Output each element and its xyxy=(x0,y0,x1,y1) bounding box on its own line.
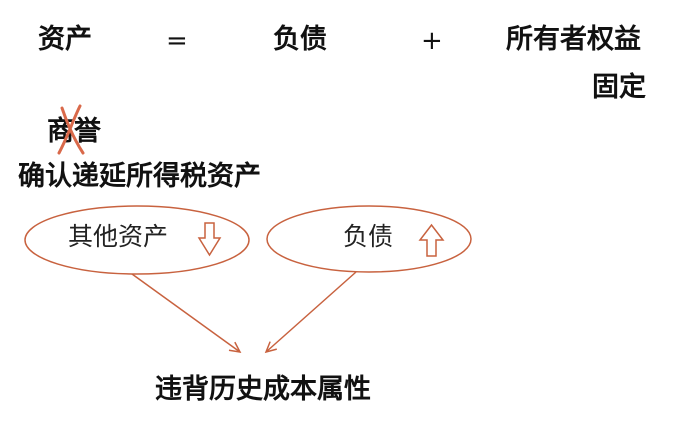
plus-sign: + xyxy=(421,26,443,56)
liabilities-label: 负债 xyxy=(273,24,327,55)
cross-mark-icon xyxy=(57,104,85,155)
down-arrow-icon xyxy=(197,222,222,257)
up-arrow-icon xyxy=(418,223,445,257)
right-connector-arrow xyxy=(264,271,357,354)
liabilities-oval-label: 负债 xyxy=(343,222,394,251)
recognition-title: 确认递延所得税资产 xyxy=(18,161,261,192)
equals-sign: = xyxy=(166,26,188,56)
right-oval xyxy=(266,205,472,273)
fixed-label: 固定 xyxy=(592,72,646,103)
assets-label: 资产 xyxy=(38,24,92,55)
conclusion-label: 违背历史成本属性 xyxy=(155,374,371,405)
left-oval xyxy=(24,205,250,275)
equity-label: 所有者权益 xyxy=(506,24,641,55)
left-connector-arrow xyxy=(131,273,242,353)
other-assets-label: 其他资产 xyxy=(68,222,169,251)
